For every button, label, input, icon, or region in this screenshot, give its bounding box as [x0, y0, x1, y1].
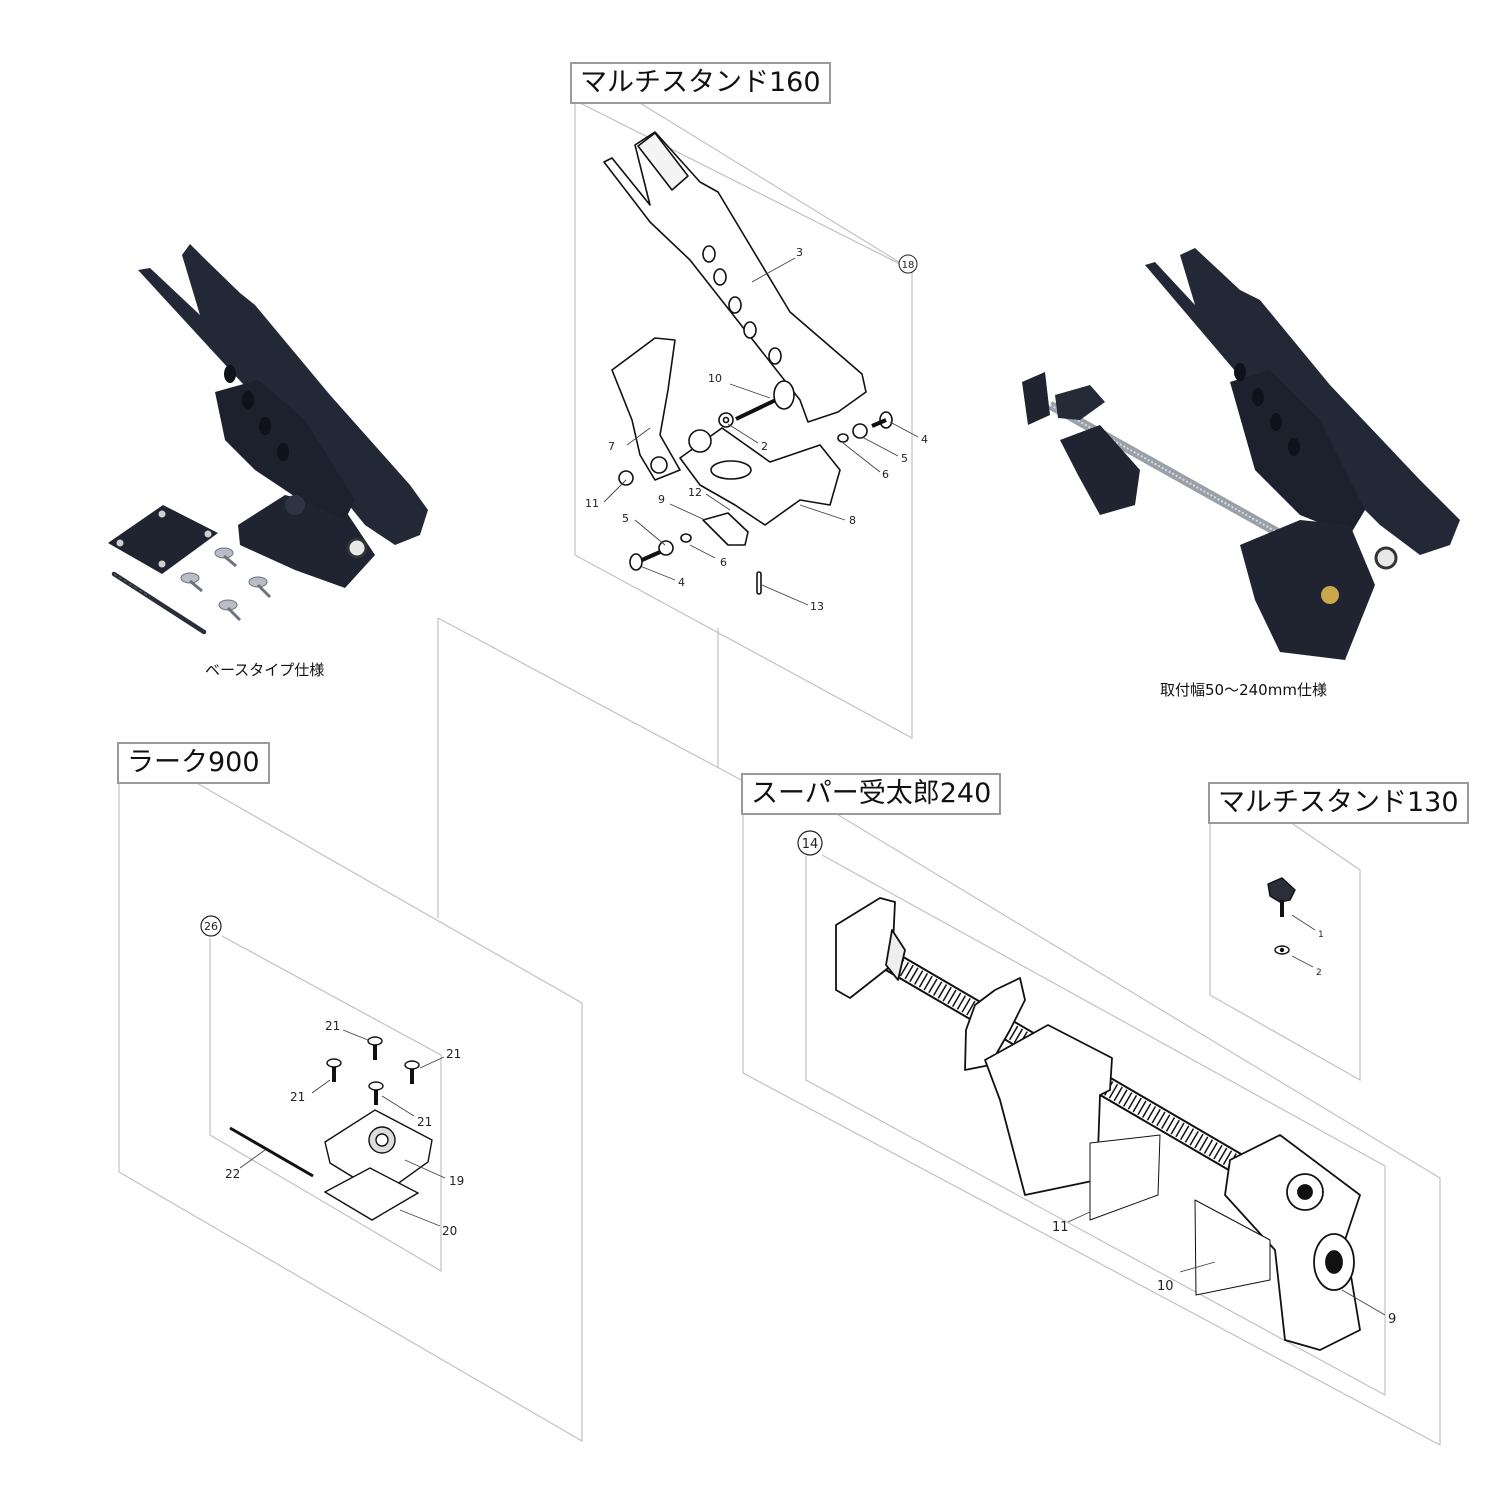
badge-14: 14 [797, 830, 823, 856]
badge-26: 26 [200, 915, 222, 937]
super240-parts [835, 897, 1361, 1351]
title-multistand130: マルチスタンド130 [1208, 782, 1469, 824]
label-2: 2 [761, 440, 768, 453]
part-22-drill [229, 1126, 314, 1178]
part-8-base [679, 427, 841, 526]
product-logo-left: MULTI STAND [238, 412, 250, 446]
product-logo-right: MULTI STAND [1261, 437, 1273, 471]
label-13: 13 [810, 600, 824, 613]
label-4b: 4 [678, 576, 685, 589]
label-6: 6 [882, 468, 889, 481]
label-11: 11 [585, 497, 599, 510]
rack900-leaders [239, 1029, 446, 1227]
label-9: 9 [1388, 1312, 1396, 1327]
clamp-type-rod-holder-photo: MULTI STAND [1022, 248, 1460, 660]
label-21a: 21 [325, 1019, 340, 1033]
part-11-jaw [984, 1024, 1113, 1196]
label-21d: 21 [417, 1115, 432, 1129]
part-10-pad [1194, 1199, 1271, 1296]
svg-text:26: 26 [204, 920, 218, 933]
label-10: 10 [708, 372, 722, 385]
title-multistand160: マルチスタンド160 [570, 62, 831, 104]
label-5: 5 [901, 452, 908, 465]
base-type-rod-holder-photo: MULTI STAND [108, 244, 428, 635]
panel-super240-inner [805, 854, 1386, 1397]
label-12: 12 [688, 486, 702, 499]
panel-guides [118, 102, 1441, 1447]
ms160-labels: 3 10 2 7 4 5 6 11 9 12 8 5 6 4 13 [585, 246, 928, 613]
super240-labels: 11 10 9 [1052, 1220, 1396, 1327]
label-5b: 5 [622, 512, 629, 525]
svg-text:14: 14 [802, 837, 819, 852]
label-1: 1 [1318, 930, 1324, 940]
label-22: 22 [225, 1167, 240, 1181]
panel-rack900-outer [118, 781, 583, 1443]
panel-ms130 [1209, 821, 1361, 1082]
label-21b: 21 [446, 1047, 461, 1061]
badge-18: 18 [898, 254, 918, 274]
ms130-labels: 1 2 [1316, 930, 1324, 978]
part-9-block [1224, 1134, 1361, 1351]
title-rack900: ラーク900 [117, 742, 270, 784]
label-6b: 6 [720, 556, 727, 569]
part-9-lever [702, 512, 749, 546]
title-super240: スーパー受太郎240 [741, 773, 1002, 815]
ms130-parts [1267, 877, 1296, 955]
label-10: 10 [1157, 1279, 1174, 1294]
label-20: 20 [442, 1224, 457, 1238]
label-4: 4 [921, 433, 928, 446]
rack900-labels: 21 21 21 21 22 19 20 [225, 1019, 464, 1238]
rack900-parts [229, 1036, 433, 1221]
label-8: 8 [849, 514, 856, 527]
label-7: 7 [608, 440, 615, 453]
label-21c: 21 [290, 1090, 305, 1104]
part-21-screws [326, 1036, 420, 1105]
panel-ms160 [574, 102, 913, 740]
label-9: 9 [658, 493, 665, 506]
super240-leaders [1067, 1211, 1386, 1316]
part-20-plate [323, 1167, 420, 1221]
part-1-knob [1267, 877, 1296, 903]
svg-text:18: 18 [902, 260, 915, 271]
label-3: 3 [796, 246, 803, 259]
panel-super240-outer [742, 809, 1441, 1447]
ms160-parts [603, 131, 893, 595]
label-2: 2 [1316, 968, 1322, 978]
part-7-arm [611, 337, 681, 481]
label-19: 19 [449, 1174, 464, 1188]
ms160-leaders [603, 257, 919, 606]
ms130-leaders [1291, 914, 1316, 968]
label-11: 11 [1052, 1220, 1069, 1235]
caption-base-type: ベースタイプ仕様 [205, 661, 325, 679]
caption-clamp-type: 取付幅50〜240mm仕様 [1160, 681, 1327, 699]
panel-rack900-inner [209, 935, 442, 1273]
